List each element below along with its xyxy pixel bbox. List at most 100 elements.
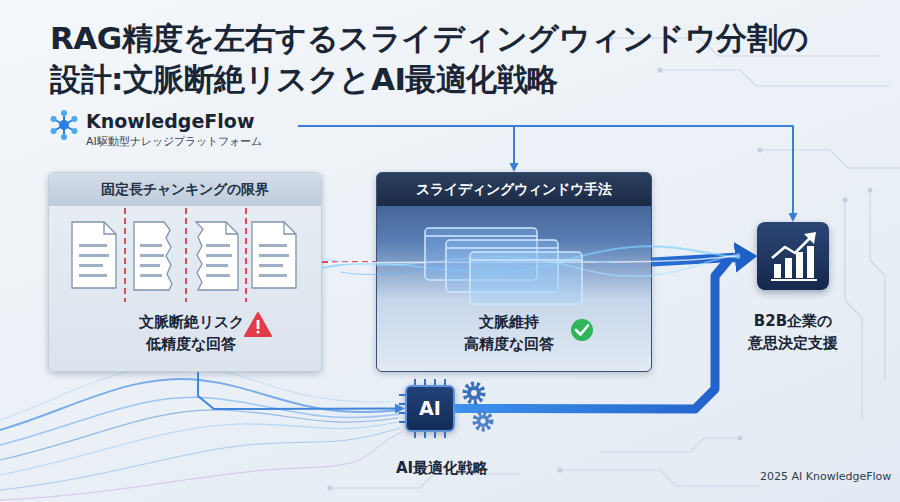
document-text-lines [259,254,289,257]
brand-logo [51,128,57,134]
sliding-window [446,240,558,292]
chip-pins [444,432,446,438]
circuit-lines [560,470,760,486]
growth-chart-icon [796,252,803,278]
chip-pins [444,379,446,385]
chip-pins [399,394,405,396]
circuit-dots [758,148,763,153]
gear-icon [465,384,483,402]
circuit-dots [843,198,848,203]
chip-pins [399,403,405,405]
chip-pins [399,379,445,438]
chip-pins [434,379,436,385]
panel-caption: 文脈断絶リスク 低精度な回答 [126,311,256,355]
flow-waves [0,432,402,500]
document-icon [284,222,296,234]
warning-icon [256,330,259,333]
circuit-dots [328,486,333,491]
sliding-window [425,228,537,280]
chip-pins [424,379,426,385]
brand-logo [63,114,65,125]
brand-logo [51,116,57,122]
brand-name: KnowledgeFlow [86,109,254,133]
ai-chip: AIAI最適化戦略 [405,385,455,432]
warning-icon [245,313,271,336]
circuit-dots [738,436,743,441]
brand-logo [71,128,77,134]
sliding-window [470,252,582,304]
gear-icon [480,418,485,423]
growth-chart-icon [771,279,817,281]
growth-chart-icon [772,237,811,258]
chip-pins [399,421,405,423]
brand-logo [63,125,65,136]
document-text-lines [206,254,232,257]
gear-icon [475,413,491,429]
document-icon [104,222,116,234]
flow-waves [0,379,400,430]
goal-icon-box: B2B企業の 意思決定支援 [757,222,829,290]
sliding-window [425,235,537,237]
document-icon [196,222,238,290]
growth-chart-icon [785,258,792,278]
circuit-dots [658,68,663,73]
growth-chart-icon [771,232,817,281]
connector-arrow [455,258,735,409]
document-text-lines [140,244,162,247]
document-icon [72,222,296,290]
glow-streak [322,246,740,276]
connector-arrow [298,126,514,163]
glow-streak [340,258,640,275]
brand-logo [71,116,77,122]
sliding-window [470,259,582,261]
brand-logo [60,121,68,129]
connector-arrow [322,261,376,263]
brand-logo [61,110,67,116]
flow-waves [0,428,400,490]
warning-icon [245,313,271,336]
sliding-window [446,247,558,249]
cut-line [245,208,247,302]
gear-icon [465,384,491,429]
chip-pins [434,432,436,438]
glow-streak [330,256,740,263]
circuit-lines [760,150,900,168]
flow-waves [0,365,390,420]
method-panel: スライディングウィンドウ手法文脈維持 高精度な回答 [376,172,652,372]
document-text-lines [140,274,162,277]
circuit-lines [845,200,862,420]
warning-icon [257,320,260,329]
sliding-window [425,228,582,304]
document-text-lines [206,244,230,247]
growth-chart-icon [807,246,814,278]
growth-chart-icon [804,232,816,244]
cut-line [125,208,246,302]
flow-waves [0,422,398,475]
document-text-lines [79,244,289,277]
panel-caption: 文脈維持 高精度な回答 [444,311,574,355]
document-icon [72,222,116,288]
chip-label: AI [407,387,453,430]
cut-line [185,208,187,302]
document-text-lines [206,264,228,267]
document-text-lines [259,264,283,267]
check-icon [576,326,588,335]
chip-pins [424,432,426,438]
chip-pins [399,412,405,414]
brand-block: KnowledgeFlowAI駆動型ナレッジプラットフォーム [48,108,298,152]
chip-pins [414,432,416,438]
document-icon [134,222,172,290]
check-icon [571,319,593,341]
connector-arrow [298,126,793,213]
brand-logo [55,120,65,126]
brand-logo [64,125,74,131]
document-text-lines [79,244,107,247]
gear-icon [467,386,481,400]
connector-arrow [652,257,735,262]
panel-heading: 固定長チャンキングの限界 [49,173,321,206]
document-text-lines [79,274,107,277]
brand-logo [61,134,67,140]
flow-waves [0,397,400,445]
footer-note: 2025 AI KnowledgeFlow [760,470,891,484]
circuit-lines [660,70,890,86]
